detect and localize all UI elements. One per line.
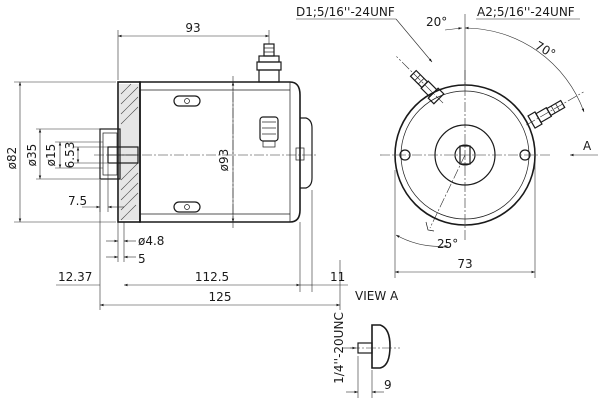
terminal-d1-stud [396, 56, 445, 105]
dim-9: 9 [384, 378, 392, 392]
dim-dia-35: ø35 [25, 144, 39, 167]
dim-dia-93: ø93 [217, 149, 231, 172]
mount-bracket [300, 117, 313, 189]
top-terminal-stud [256, 43, 282, 83]
side-view [94, 43, 318, 228]
dim-653: 6.53 [63, 142, 77, 169]
terminal-d1-label: D1;5/16''-24UNF [296, 5, 395, 19]
dim-1237: 12.37 [58, 270, 92, 284]
dim-11: 11 [330, 270, 345, 284]
side-terminal-stud [259, 116, 279, 148]
dim-75: 7.5 [68, 194, 87, 208]
view-a-marker: A [583, 139, 592, 153]
bolt-slot-top [173, 95, 201, 107]
angle-70: 70° [533, 38, 558, 61]
dim-1125: 112.5 [195, 270, 229, 284]
width-73: 73 [457, 257, 472, 271]
angle-20: 20° [426, 15, 447, 29]
dim-dia-15: ø15 [44, 144, 58, 167]
dim-5: 5 [138, 252, 146, 266]
dim-93: 93 [185, 21, 200, 35]
view-a-body [371, 324, 391, 369]
side-dimensions: 93 ø82 ø35 ø15 6.53 7.5 ø93 [5, 21, 348, 310]
bolt-slot-bottom [173, 201, 201, 213]
angle-25: 25° [437, 237, 458, 251]
terminal-a2-stud [526, 91, 584, 129]
end-view [380, 56, 584, 240]
view-a-detail: VIEW A 1/4''-20UNC 9 [332, 289, 400, 398]
dim-125: 125 [209, 290, 232, 304]
dim-dia-48: ø4.8 [138, 234, 164, 248]
terminal-a2-label: A2;5/16''-24UNF [477, 5, 575, 19]
view-a-title: VIEW A [355, 289, 399, 303]
dim-dia-82: ø82 [5, 147, 19, 170]
thread-label: 1/4''-20UNC [332, 312, 346, 384]
end-annotations: D1;5/16''-24UNF A2;5/16''-24UNF 20° 70° … [296, 5, 598, 278]
motor-housing [139, 81, 301, 223]
